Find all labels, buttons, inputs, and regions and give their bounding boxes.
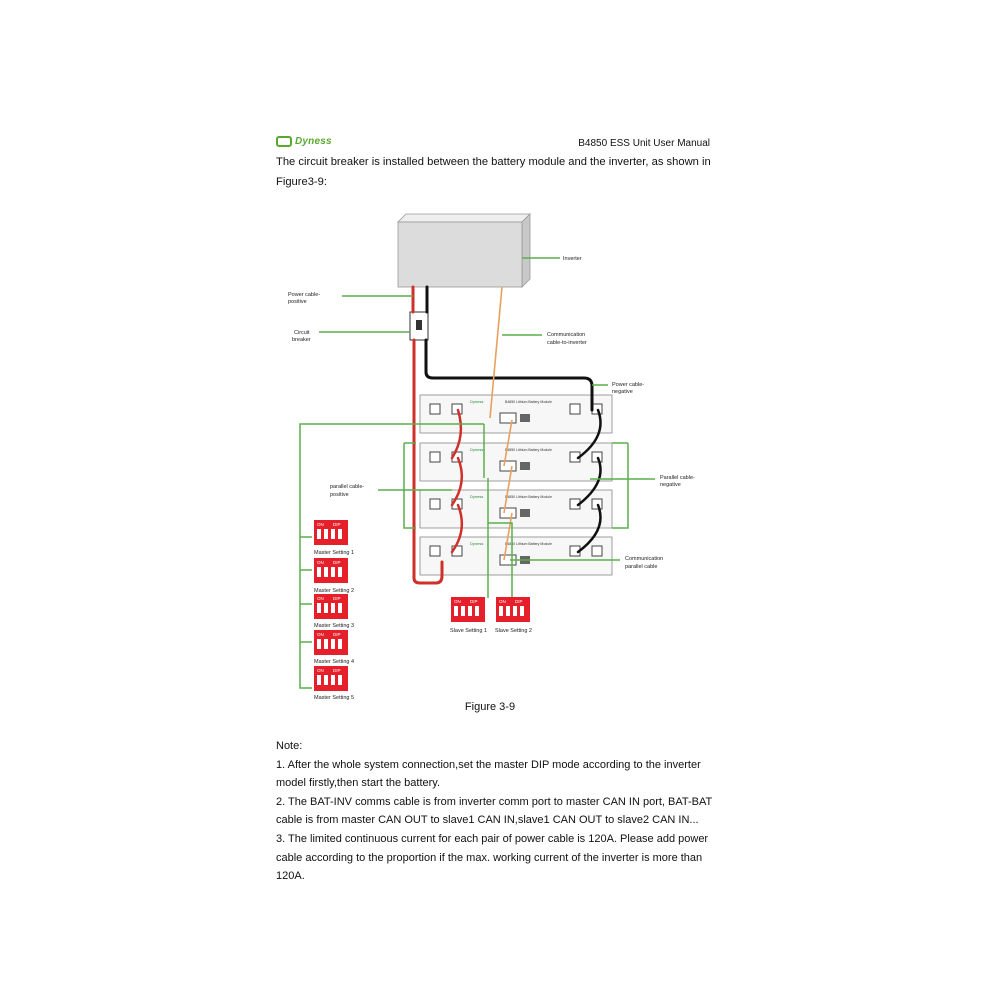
parallel-negative-1 [576, 408, 602, 460]
slave-setting-label: Slave Setting 1 [450, 628, 487, 634]
comm-cables [489, 286, 513, 561]
master-setting-label: Master Setting 2 [314, 588, 354, 594]
battery-module-4: Dyness B4850 Lithium Battery Module [419, 536, 613, 576]
dip-on-label: ON [317, 522, 324, 527]
module-name: B4850 Lithium Battery Module [505, 400, 552, 404]
power-cables [411, 285, 602, 585]
dip-switch-master-1: ON DIP Master Setting 1 [314, 520, 354, 556]
battery-module-2: Dyness B4850 Lithium Battery Module [419, 442, 613, 482]
dip-switch-slave-2: ON DIP Slave Setting 2 [495, 597, 532, 634]
battery-stack: Dyness B4850 Lithium Battery Module Dyne… [419, 394, 613, 576]
dip-label: DIP [333, 632, 341, 637]
dyness-logo: Dyness [276, 136, 332, 147]
label-parallel-cable-positive-2: positive [330, 492, 349, 498]
callout-labels: Inverter Power cable- positive Circuit b… [288, 256, 695, 570]
dip-on-label: ON [499, 599, 506, 604]
note-line: 2. The BAT-INV comms cable is from inver… [276, 795, 713, 808]
dip-switch-master-3: ON DIP Master Setting 3 [314, 594, 354, 629]
label-inverter: Inverter [563, 256, 582, 262]
intro-paragraph: The circuit breaker is installed between… [276, 156, 711, 188]
circuit-breaker [409, 311, 429, 341]
dip-on-label: ON [454, 599, 461, 604]
dip-on-label: ON [317, 632, 324, 637]
notes-title: Note: [276, 740, 303, 752]
dip-label: DIP [333, 560, 341, 565]
master-setting-label: Master Setting 5 [314, 695, 354, 701]
parallel-negative-2 [576, 456, 602, 507]
parallel-negative-3 [576, 503, 602, 554]
note-line: model firstly,then start the battery. [276, 777, 441, 790]
dip-label: DIP [333, 522, 341, 527]
callout-lines [299, 257, 655, 689]
note-line: 3. The limited continuous current for ea… [276, 832, 709, 845]
label-comm-cable-inverter-2: cable-to-inverter [547, 340, 587, 346]
dip-switch-master-4: ON DIP Master Setting 4 [314, 630, 354, 665]
dip-label: DIP [333, 596, 341, 601]
dip-on-label: ON [317, 596, 324, 601]
power-cable-negative-main [424, 338, 594, 412]
label-parallel-cable-negative-2: negative [660, 482, 681, 488]
module-brand: Dyness [470, 447, 483, 452]
wiring-diagram: Dyness B4850 Lithium Battery Module Dyne… [288, 213, 695, 701]
inverter-box [397, 213, 531, 288]
module-brand: Dyness [470, 399, 483, 404]
manual-title: B4850 ESS Unit User Manual [578, 138, 710, 149]
module-name: B4850 Lithium Battery Module [505, 448, 552, 452]
logo-text: Dyness [295, 136, 332, 147]
label-circuit-breaker-1: Circuit [294, 330, 310, 336]
parallel-positive-1 [450, 408, 463, 460]
dip-on-label: ON [317, 560, 324, 565]
power-cable-positive-main [412, 338, 444, 585]
note-line: 120A. [276, 870, 305, 883]
label-comm-parallel-cable-2: parallel cable [625, 564, 657, 570]
dip-switch-slave-1: ON DIP Slave Setting 1 [450, 597, 487, 634]
module-name: B4850 Lithium Battery Module [505, 542, 552, 546]
note-line: 1. After the whole system connection,set… [276, 758, 701, 771]
dip-label: DIP [470, 599, 478, 604]
label-circuit-breaker-2: breaker [292, 337, 311, 343]
dip-switch-master-5: ON DIP Master Setting 5 [314, 666, 354, 701]
label-power-cable-negative-2: negative [612, 389, 633, 395]
dip-label: DIP [515, 599, 523, 604]
module-name: B4850 Lithium Battery Module [505, 495, 552, 499]
notes-section: Note: 1. After the whole system connecti… [276, 737, 722, 886]
label-power-cable-positive-2: positive [288, 299, 307, 305]
module-brand: Dyness [470, 494, 483, 499]
master-setting-label: Master Setting 4 [314, 659, 354, 665]
battery-module-3: Dyness B4850 Lithium Battery Module [419, 489, 613, 529]
master-setting-label: Master Setting 3 [314, 623, 354, 629]
page-header: Dyness B4850 ESS Unit User Manual [276, 136, 710, 152]
label-parallel-cable-positive-1: parallel cable- [330, 484, 364, 490]
master-setting-label: Master Setting 1 [314, 550, 354, 556]
parallel-positive-3 [450, 503, 464, 554]
module-brand: Dyness [470, 541, 483, 546]
figure-caption: Figure 3-9 [464, 701, 516, 713]
label-power-cable-negative-1: Power cable- [612, 382, 644, 388]
logo-icon [276, 136, 292, 147]
note-line: cable is from master CAN OUT to slave1 C… [276, 814, 699, 827]
battery-module-1: Dyness B4850 Lithium Battery Module [419, 394, 613, 434]
note-line: cable according to the proportion if the… [276, 851, 703, 864]
parallel-positive-2 [450, 456, 464, 507]
label-comm-parallel-cable-1: Communication [625, 556, 663, 562]
slave-setting-label: Slave Setting 2 [495, 628, 532, 634]
label-parallel-cable-negative-1: Parallel cable- [660, 475, 695, 481]
dip-switch-master-2: ON DIP Master Setting 2 [314, 558, 354, 594]
dip-label: DIP [333, 668, 341, 673]
label-comm-cable-inverter-1: Communication [547, 332, 585, 338]
label-power-cable-positive-1: Power cable- [288, 292, 320, 298]
dip-on-label: ON [317, 668, 324, 673]
